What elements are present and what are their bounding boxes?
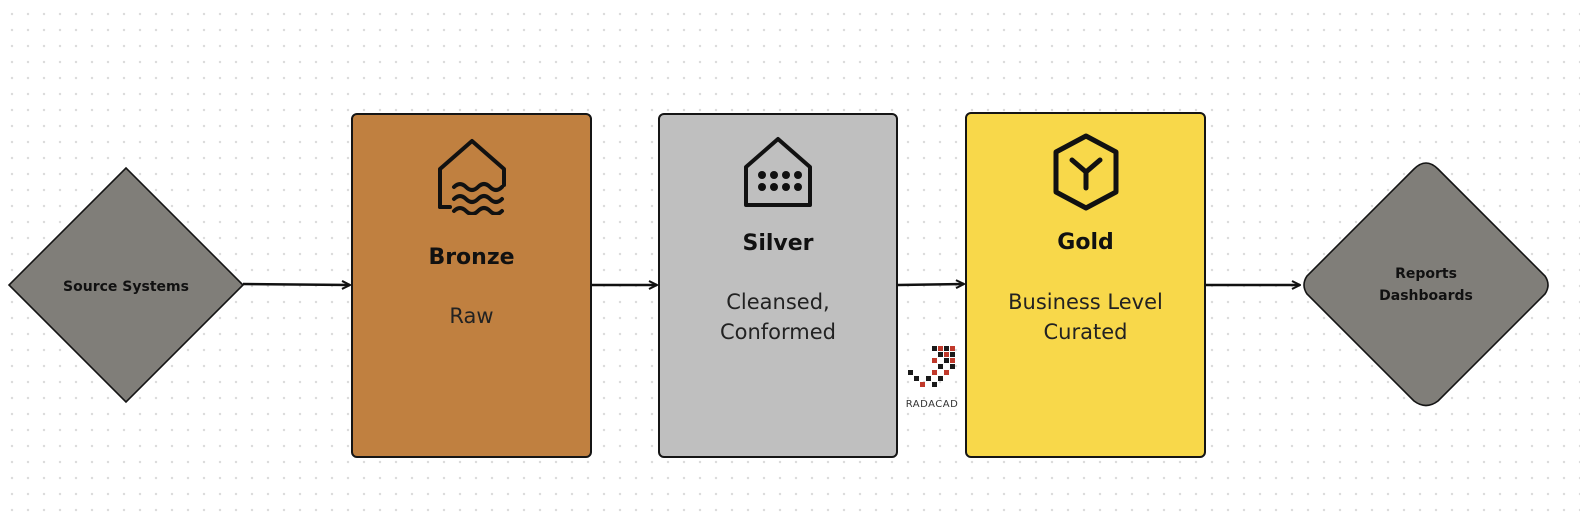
house-waves-icon bbox=[437, 139, 506, 215]
gold-stage: Gold Business Level Curated bbox=[965, 112, 1206, 458]
reports-dashboards-node: Reports Dashboards bbox=[1298, 160, 1554, 410]
house-dots-icon bbox=[744, 137, 812, 207]
gold-desc-line-1: Business Level bbox=[1008, 290, 1163, 314]
arrow-silver-to-gold bbox=[897, 284, 964, 285]
radacad-logo-text: RADACAD bbox=[905, 399, 959, 410]
bronze-desc-line: Raw bbox=[449, 304, 494, 328]
bronze-title: Bronze bbox=[428, 245, 515, 270]
bronze-stage: Bronze Raw bbox=[351, 113, 592, 458]
silver-stage: Silver Cleansed, Conformed bbox=[658, 113, 898, 458]
gold-description: Business Level Curated bbox=[967, 287, 1204, 347]
diamond-shape bbox=[7, 166, 245, 404]
silver-title: Silver bbox=[742, 231, 814, 256]
gold-desc-line-2: Curated bbox=[1043, 320, 1128, 344]
radacad-logo-mark bbox=[908, 346, 955, 387]
arrow-source-to-bronze bbox=[242, 284, 350, 285]
source-systems-label: Source Systems bbox=[63, 279, 189, 295]
cube-icon bbox=[1053, 133, 1118, 211]
bronze-description: Raw bbox=[353, 301, 590, 331]
silver-description: Cleansed, Conformed bbox=[660, 287, 896, 347]
dashboards-label: Dashboards bbox=[1379, 288, 1473, 304]
silver-desc-line-2: Conformed bbox=[719, 320, 837, 344]
reports-label: Reports bbox=[1395, 266, 1457, 282]
radacad-logo: RADACAD bbox=[898, 344, 966, 410]
gold-title: Gold bbox=[1057, 230, 1114, 255]
diamond-shape bbox=[1303, 162, 1549, 407]
silver-desc-line-1: Cleansed, bbox=[726, 290, 830, 314]
source-systems-node: Source Systems bbox=[6, 166, 246, 404]
